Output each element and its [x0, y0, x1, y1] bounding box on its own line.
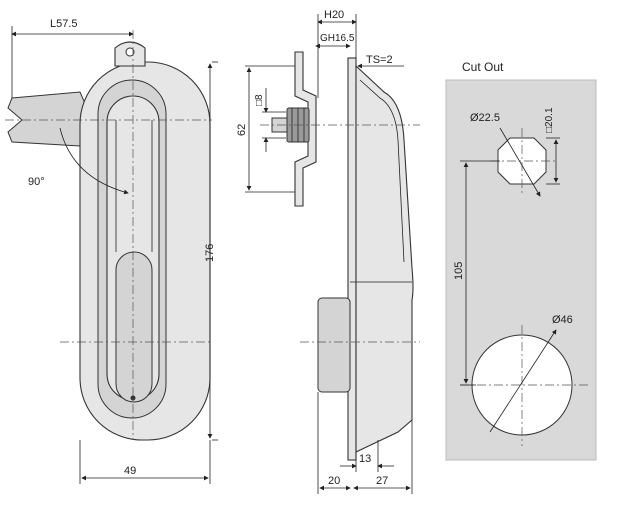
- dim-ts2-label: TS=2: [366, 54, 393, 66]
- dim-49-label: 49: [124, 465, 136, 477]
- dim-sq201-label: □20.1: [544, 107, 555, 133]
- dim-20-label: 20: [328, 475, 340, 487]
- side-view: H20 GH16.5 TS=2 62 □8 13 20 27: [236, 9, 420, 494]
- dim-h20-label: H20: [324, 9, 344, 21]
- dim-dia46-label: Ø46: [552, 314, 573, 326]
- dim-dia225-label: Ø22.5: [470, 112, 500, 124]
- dim-l575-label: L57.5: [50, 18, 78, 30]
- cutout-view: Cut Out Ø22.5 □20.1 Ø46 105: [445, 60, 597, 461]
- dim-62-label: 62: [236, 124, 248, 136]
- front-view: 90° L57.5 176 49: [5, 18, 218, 484]
- mounting-bracket: [294, 51, 317, 207]
- lug-hole-icon: [125, 47, 135, 57]
- cutout-title: Cut Out: [462, 60, 504, 74]
- dim-gh165-label: GH16.5: [320, 33, 355, 44]
- dim-176-label: 176: [204, 244, 216, 262]
- dim-27-label: 27: [376, 475, 388, 487]
- dim-105-label: 105: [453, 262, 465, 280]
- angle-90-label: 90°: [28, 176, 45, 188]
- panel-plate: [347, 57, 357, 461]
- handle-grip: [115, 251, 153, 403]
- dim-13-label: 13: [359, 453, 371, 465]
- key-cylinder: [317, 297, 351, 393]
- housing-side: [355, 64, 414, 453]
- dim-sq8-label: □8: [254, 94, 265, 106]
- square-cutout: [497, 137, 547, 185]
- handle-lever: [7, 91, 89, 147]
- keyhole-icon: [130, 395, 136, 401]
